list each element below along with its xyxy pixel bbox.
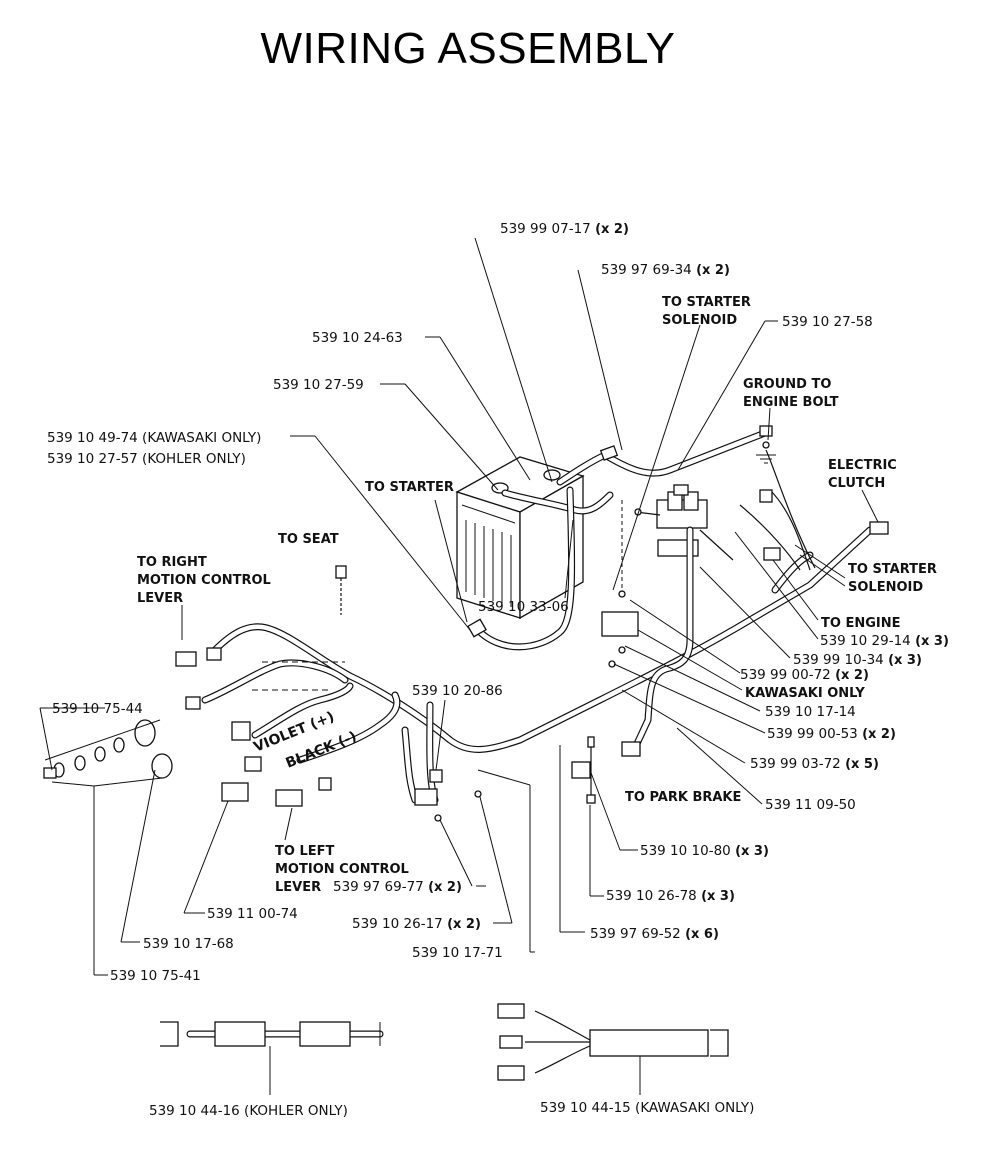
quantity-label: (x 3) xyxy=(888,653,922,668)
part-number-label: 539 10 20-86 xyxy=(412,683,503,699)
note-label: TO STARTER xyxy=(848,562,937,577)
note-label: LEVER xyxy=(275,880,321,895)
part-number-label: 539 99 10-34 xyxy=(793,652,884,668)
part-number-label: 539 10 17-68 xyxy=(143,936,234,952)
part-labels: 539 99 07-17 (x 2) 539 97 69-34 (x 2) TO… xyxy=(47,221,949,1119)
svg-text:539 10 29-14 (x 3): 539 10 29-14 (x 3) xyxy=(820,633,949,649)
note-label: CLUTCH xyxy=(828,476,885,491)
note-label: ENGINE BOLT xyxy=(743,395,839,410)
note-label: MOTION CONTROL xyxy=(275,862,409,877)
note-label: TO STARTER xyxy=(662,295,751,310)
note-label: TO RIGHT xyxy=(137,555,207,570)
svg-text:539 99 10-34 (x 3): 539 99 10-34 (x 3) xyxy=(793,652,922,668)
quantity-label: (x 2) xyxy=(428,880,462,895)
quantity-label: (x 6) xyxy=(685,927,719,942)
quantity-label: (x 2) xyxy=(696,263,730,278)
part-number-label: 539 10 33-06 xyxy=(478,599,569,615)
part-number-label: 539 10 24-63 xyxy=(312,330,403,346)
part-number-label: 539 10 17-14 xyxy=(765,704,856,720)
part-number-label: 539 97 69-52 xyxy=(590,926,681,942)
quantity-label: (x 3) xyxy=(701,889,735,904)
part-number-label: 539 97 69-77 xyxy=(333,879,424,895)
quantity-label: (x 3) xyxy=(735,844,769,859)
note-label: GROUND TO xyxy=(743,377,831,392)
part-number-label: 539 10 29-14 xyxy=(820,633,911,649)
page-title: WIRING ASSEMBLY xyxy=(261,24,676,73)
svg-text:539 10 26-17 (x 2): 539 10 26-17 (x 2) xyxy=(352,916,481,932)
part-number-label: 539 99 07-17 xyxy=(500,221,591,237)
svg-text:539 99 00-72 (x 2): 539 99 00-72 (x 2) xyxy=(740,667,869,683)
harness-connectors xyxy=(175,489,889,807)
part-number-label: 539 10 26-17 xyxy=(352,916,443,932)
note-label: MOTION CONTROL xyxy=(137,573,271,588)
kawasaki-harness xyxy=(497,1003,729,1081)
part-number-label: 539 10 10-80 xyxy=(640,843,731,859)
seat-connector xyxy=(335,565,347,615)
svg-text:539 97 69-34 (x 2): 539 97 69-34 (x 2) xyxy=(601,262,730,278)
fuse-holder-parts xyxy=(43,719,173,779)
part-number-label: 539 10 44-15 (KAWASAKI ONLY) xyxy=(540,1100,754,1116)
part-number-label: 539 99 00-53 xyxy=(767,726,858,742)
part-number-label: 539 10 44-16 (KOHLER ONLY) xyxy=(149,1103,348,1119)
part-number-label: 539 11 09-50 xyxy=(765,797,856,813)
part-number-label: 539 10 27-58 xyxy=(782,314,873,330)
part-number-label: 539 10 27-57 (KOHLER ONLY) xyxy=(47,451,246,467)
battery-cables xyxy=(467,425,776,651)
kohler-harness xyxy=(160,1021,384,1047)
part-number-label: 539 11 00-74 xyxy=(207,906,298,922)
note-label: TO STARTER xyxy=(365,480,454,495)
part-number-label: 539 10 27-59 xyxy=(273,377,364,393)
quantity-label: (x 2) xyxy=(447,917,481,932)
svg-text:539 10 10-80 (x 3): 539 10 10-80 (x 3) xyxy=(640,843,769,859)
svg-text:539 99 07-17 (x 2): 539 99 07-17 (x 2) xyxy=(500,221,629,237)
quantity-label: (x 3) xyxy=(915,634,949,649)
part-number-label: 539 10 17-71 xyxy=(412,945,503,961)
note-label: TO SEAT xyxy=(278,532,339,547)
note-label: LEVER xyxy=(137,591,183,606)
svg-text:539 10 26-78 (x 3): 539 10 26-78 (x 3) xyxy=(606,888,735,904)
quantity-label: (x 5) xyxy=(845,757,879,772)
relay-block xyxy=(634,484,734,561)
quantity-label: (x 2) xyxy=(835,668,869,683)
part-number-label: 539 10 26-78 xyxy=(606,888,697,904)
note-label: TO LEFT xyxy=(275,844,334,859)
leader-lines xyxy=(39,237,879,1095)
note-label: SOLENOID xyxy=(848,580,923,595)
note-label: ELECTRIC xyxy=(828,458,897,473)
svg-text:539 97 69-52 (x 6): 539 97 69-52 (x 6) xyxy=(590,926,719,942)
part-number-label: 539 10 49-74 (KAWASAKI ONLY) xyxy=(47,430,261,446)
note-label: SOLENOID xyxy=(662,313,737,328)
note-label: TO PARK BRAKE xyxy=(625,790,741,805)
svg-text:539 99 00-53 (x 2): 539 99 00-53 (x 2) xyxy=(767,726,896,742)
note-label: TO ENGINE xyxy=(821,616,900,631)
svg-text:539 97 69-77 (x 2): 539 97 69-77 (x 2) xyxy=(333,879,462,895)
quantity-label: (x 2) xyxy=(595,222,629,237)
part-number-label: 539 10 75-44 xyxy=(52,701,143,717)
note-label: KAWASAKI ONLY xyxy=(745,686,865,701)
svg-text:539 99 03-72 (x 5): 539 99 03-72 (x 5) xyxy=(750,756,879,772)
part-number-label: 539 99 03-72 xyxy=(750,756,841,772)
part-number-label: 539 10 75-41 xyxy=(110,968,201,984)
part-number-label: 539 99 00-72 xyxy=(740,667,831,683)
part-number-label: 539 97 69-34 xyxy=(601,262,692,278)
quantity-label: (x 2) xyxy=(862,727,896,742)
